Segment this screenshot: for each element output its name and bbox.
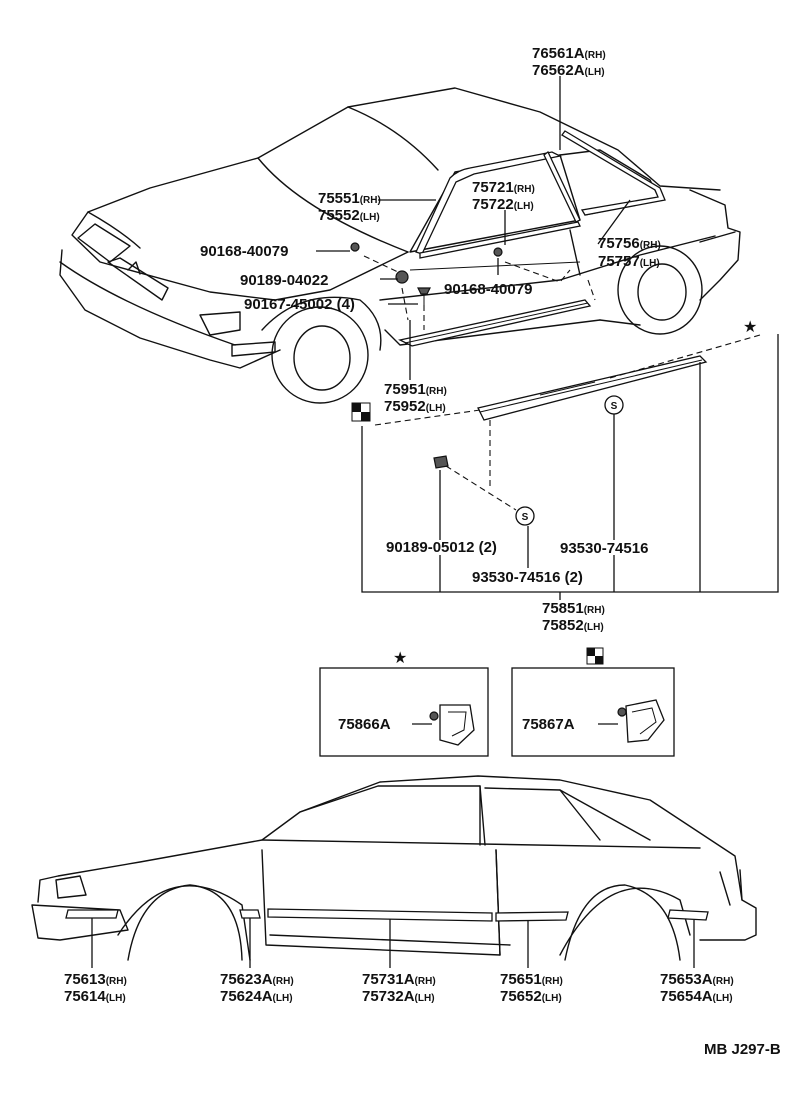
drawing-code: MB J297-B bbox=[704, 1041, 781, 1058]
reference-markers: ★ bbox=[351, 317, 757, 422]
svg-text:75613(RH): 75613(RH) bbox=[64, 971, 127, 988]
side-molding-lower: S S bbox=[433, 355, 708, 526]
callout-75866A: 75866A bbox=[338, 716, 391, 733]
svg-text:75952(LH): 75952(LH) bbox=[384, 398, 446, 415]
callout-75653A: 75653A(RH) 75654A(LH) bbox=[660, 971, 734, 1005]
svg-text:75651(RH): 75651(RH) bbox=[500, 971, 563, 988]
callout-75851: 75851(RH) 75852(LH) bbox=[542, 600, 605, 634]
callout-93530-74516-2: 93530-74516 (2) bbox=[472, 569, 583, 586]
svg-text:75722(LH): 75722(LH) bbox=[472, 196, 534, 213]
svg-text:75721(RH): 75721(RH) bbox=[472, 179, 535, 196]
callout-75951: 75951(RH) 75952(LH) bbox=[384, 381, 447, 415]
svg-text:75624A(LH): 75624A(LH) bbox=[220, 988, 293, 1005]
detail-box-star: ★ bbox=[319, 648, 489, 757]
callout-90168-40079-b: 90168-40079 bbox=[444, 281, 532, 298]
fasteners-top bbox=[350, 242, 503, 305]
callout-75623A: 75623A(RH) 75624A(LH) bbox=[220, 971, 294, 1005]
callout-93530-74516: 93530-74516 bbox=[560, 540, 648, 557]
car-three-quarter-view bbox=[59, 87, 741, 404]
window-moldings bbox=[415, 130, 666, 259]
leader-lines-side bbox=[91, 918, 695, 968]
detail-box-checker bbox=[511, 647, 675, 757]
svg-text:75614(LH): 75614(LH) bbox=[64, 988, 126, 1005]
star-marker-box: ★ bbox=[393, 648, 407, 667]
svg-text:75852(LH): 75852(LH) bbox=[542, 617, 604, 634]
svg-text:75951(RH): 75951(RH) bbox=[384, 381, 447, 398]
callout-75551: 75551(RH) 75552(LH) bbox=[318, 190, 381, 224]
svg-text:76562A(LH): 76562A(LH) bbox=[532, 62, 605, 79]
callout-76561A: 76561A(RH) 76562A(LH) bbox=[532, 45, 606, 79]
svg-text:75756(RH): 75756(RH) bbox=[598, 235, 661, 252]
callout-75721: 75721(RH) 75722(LH) bbox=[472, 179, 535, 213]
callout-75651: 75651(RH) 75652(LH) bbox=[500, 971, 563, 1005]
svg-text:75551(RH): 75551(RH) bbox=[318, 190, 381, 207]
screw-mark-2: S bbox=[522, 512, 529, 523]
svg-text:76561A(RH): 76561A(RH) bbox=[532, 45, 606, 62]
svg-text:75851(RH): 75851(RH) bbox=[542, 600, 605, 617]
star-marker-top: ★ bbox=[743, 317, 757, 336]
callout-75756: 75756(RH) 75757(LH) bbox=[598, 235, 661, 270]
checker-marker-top bbox=[351, 402, 371, 422]
callout-labels: 76561A(RH) 76562A(LH) 75551(RH) 75552(LH… bbox=[64, 45, 781, 1058]
rocker-molding-upper bbox=[398, 299, 592, 347]
svg-text:75552(LH): 75552(LH) bbox=[318, 207, 380, 224]
side-view-moldings bbox=[65, 908, 709, 922]
callout-75613: 75613(RH) 75614(LH) bbox=[64, 971, 127, 1005]
svg-text:75623A(RH): 75623A(RH) bbox=[220, 971, 294, 988]
callout-90167-45002: 90167-45002 (4) bbox=[244, 296, 355, 313]
callout-90168-40079-a: 90168-40079 bbox=[200, 243, 288, 260]
svg-text:75757(LH): 75757(LH) bbox=[598, 253, 660, 270]
svg-text:75732A(LH): 75732A(LH) bbox=[362, 988, 435, 1005]
screw-mark-1: S bbox=[611, 401, 618, 412]
svg-text:75653A(RH): 75653A(RH) bbox=[660, 971, 734, 988]
callout-90189-04022: 90189-04022 bbox=[240, 272, 328, 289]
callout-90189-05012: 90189-05012 (2) bbox=[386, 539, 497, 556]
svg-text:75654A(LH): 75654A(LH) bbox=[660, 988, 733, 1005]
leader-lines-top bbox=[316, 76, 779, 600]
svg-text:75652(LH): 75652(LH) bbox=[500, 988, 562, 1005]
callout-75867A: 75867A bbox=[522, 716, 575, 733]
checker-marker-box bbox=[586, 647, 604, 665]
svg-text:75731A(RH): 75731A(RH) bbox=[362, 971, 436, 988]
callout-75731A: 75731A(RH) 75732A(LH) bbox=[362, 971, 436, 1005]
car-side-view bbox=[31, 775, 757, 961]
